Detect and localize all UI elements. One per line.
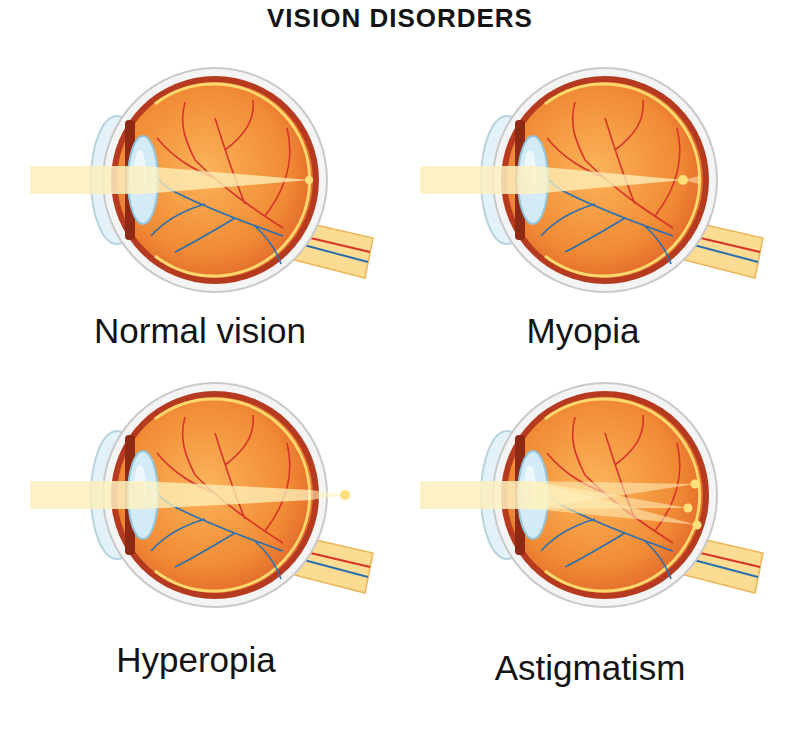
focal-point bbox=[691, 480, 700, 489]
focal-point bbox=[684, 504, 693, 513]
hyperopia-eye bbox=[30, 383, 373, 607]
normal-eye bbox=[30, 68, 373, 292]
diagram-title: VISION DISORDERS bbox=[267, 3, 533, 34]
focal-point bbox=[693, 521, 702, 530]
focal-point bbox=[305, 176, 313, 184]
astigmatism-eye bbox=[420, 383, 763, 607]
focal-point bbox=[678, 175, 688, 185]
myopia-eye bbox=[420, 68, 763, 292]
focal-point bbox=[340, 490, 350, 500]
eye-condition-label: Normal vision bbox=[94, 311, 306, 351]
eye-condition-label: Hyperopia bbox=[116, 640, 276, 680]
eye-condition-label: Myopia bbox=[527, 311, 640, 351]
eye-condition-label: Astigmatism bbox=[495, 648, 686, 688]
